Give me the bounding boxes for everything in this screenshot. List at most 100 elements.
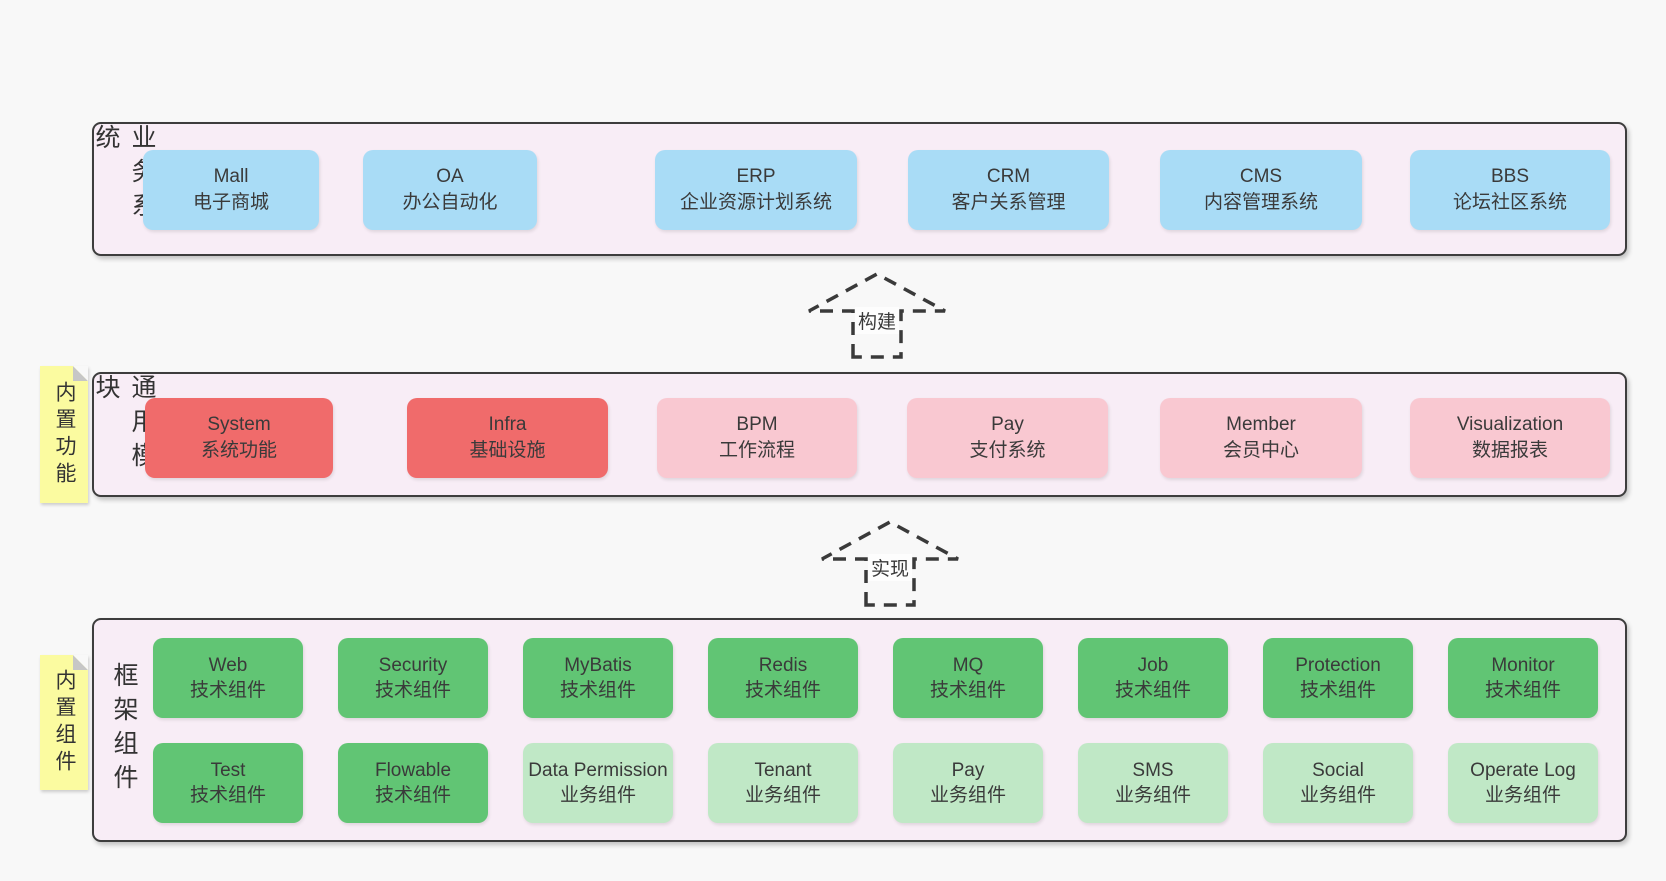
box-title: Mall [213, 166, 249, 187]
box-pay-system: Pay 支付系统 [907, 398, 1108, 478]
sticky-fold-cut [73, 366, 88, 381]
box-title: Redis [758, 655, 808, 676]
box-redis: Redis 技术组件 [708, 638, 858, 718]
band-label: 框架组件 [110, 662, 138, 798]
box-title: Monitor [1491, 655, 1555, 676]
box-title: Infra [488, 414, 527, 435]
band-label: 业务系统 [92, 124, 156, 226]
box-title: CMS [1239, 166, 1283, 187]
box-subtitle: 系统功能 [200, 440, 277, 461]
box-system: System 系统功能 [145, 398, 333, 478]
sticky-built-in-components: 内置组件 [40, 655, 88, 790]
box-title: Operate Log [1470, 760, 1576, 781]
box-subtitle: 客户关系管理 [951, 192, 1066, 213]
box-oa: OA 办公自动化 [363, 150, 537, 230]
box-subtitle: 技术组件 [189, 680, 266, 701]
box-crm: CRM 客户关系管理 [908, 150, 1109, 230]
box-mall: Mall 电子商城 [143, 150, 319, 230]
box-title: Social [1312, 760, 1364, 781]
box-mybatis: MyBatis 技术组件 [523, 638, 673, 718]
box-bpm: BPM 工作流程 [657, 398, 857, 478]
box-subtitle: 数据报表 [1471, 440, 1548, 461]
arrow-build: 构建 [806, 271, 948, 359]
box-subtitle: 技术组件 [744, 680, 821, 701]
dashed-up-arrow-icon [821, 520, 959, 607]
box-subtitle: 业务组件 [929, 785, 1006, 806]
box-title: SMS [1132, 760, 1174, 781]
box-title: Pay [991, 414, 1024, 435]
box-security: Security 技术组件 [338, 638, 488, 718]
band-label: 通用模块 [92, 374, 156, 476]
box-data-permission: Data Permission 业务组件 [523, 743, 673, 823]
box-subtitle: 业务组件 [1484, 785, 1561, 806]
box-title: Pay [951, 760, 985, 781]
box-subtitle: 办公自动化 [402, 192, 498, 213]
box-subtitle: 内容管理系统 [1203, 192, 1318, 213]
box-subtitle: 支付系统 [969, 440, 1046, 461]
box-title: Protection [1295, 655, 1381, 676]
box-cms: CMS 内容管理系统 [1160, 150, 1362, 230]
box-title: Visualization [1456, 414, 1564, 435]
box-subtitle: 技术组件 [929, 680, 1006, 701]
box-title: Flowable [374, 760, 452, 781]
box-title: ERP [736, 166, 776, 187]
box-subtitle: 技术组件 [189, 785, 266, 806]
box-subtitle: 业务组件 [744, 785, 821, 806]
box-subtitle: 基础设施 [469, 440, 546, 461]
box-erp: ERP 企业资源计划系统 [655, 150, 857, 230]
box-title: OA [436, 166, 464, 187]
box-test: Test 技术组件 [153, 743, 303, 823]
sticky-built-in-features: 内置功能 [40, 366, 88, 503]
box-subtitle: 企业资源计划系统 [679, 192, 832, 213]
box-title: Security [378, 655, 448, 676]
box-subtitle: 工作流程 [718, 440, 795, 461]
box-title: Web [208, 655, 248, 676]
box-title: Data Permission [528, 760, 668, 781]
box-title: BPM [736, 414, 778, 435]
box-title: Test [210, 760, 246, 781]
box-tenant: Tenant 业务组件 [708, 743, 858, 823]
box-infra: Infra 基础设施 [407, 398, 608, 478]
box-subtitle: 会员中心 [1222, 440, 1299, 461]
arrow-label: 实现 [867, 554, 913, 581]
box-subtitle: 技术组件 [1484, 680, 1561, 701]
box-bbs: BBS 论坛社区系统 [1410, 150, 1610, 230]
box-subtitle: 业务组件 [1114, 785, 1191, 806]
box-subtitle: 论坛社区系统 [1452, 192, 1567, 213]
arrow-implement: 实现 [819, 518, 961, 608]
box-subtitle: 技术组件 [1114, 680, 1191, 701]
box-title: MQ [952, 655, 984, 676]
sticky-fold-cut [73, 655, 88, 670]
box-pay-component: Pay 业务组件 [893, 743, 1043, 823]
box-title: MyBatis [564, 655, 632, 676]
box-subtitle: 技术组件 [1299, 680, 1376, 701]
box-title: CRM [986, 166, 1031, 187]
box-social: Social 业务组件 [1263, 743, 1413, 823]
box-visualization: Visualization 数据报表 [1410, 398, 1610, 478]
arrow-label: 构建 [854, 307, 900, 334]
box-subtitle: 业务组件 [1299, 785, 1376, 806]
box-member: Member 会员中心 [1160, 398, 1362, 478]
box-mq: MQ 技术组件 [893, 638, 1043, 718]
box-title: BBS [1490, 166, 1530, 187]
box-monitor: Monitor 技术组件 [1448, 638, 1598, 718]
box-title: Tenant [754, 760, 812, 781]
sticky-label: 内置功能 [53, 380, 76, 489]
dashed-up-arrow-icon [808, 272, 946, 359]
box-subtitle: 技术组件 [374, 785, 451, 806]
box-flowable: Flowable 技术组件 [338, 743, 488, 823]
box-operate-log: Operate Log 业务组件 [1448, 743, 1598, 823]
box-job: Job 技术组件 [1078, 638, 1228, 718]
band-business-systems: 业务系统 Mall 电子商城 OA 办公自动化 ERP 企业资源计划系统 CRM… [92, 122, 1627, 256]
box-title: System [207, 414, 271, 435]
box-subtitle: 业务组件 [559, 785, 636, 806]
box-sms: SMS 业务组件 [1078, 743, 1228, 823]
band-common-modules: 通用模块 System 系统功能 Infra 基础设施 BPM 工作流程 Pay… [92, 372, 1627, 497]
sticky-label: 内置组件 [53, 668, 76, 777]
band-framework-components: 框架组件 Web 技术组件 Security 技术组件 MyBatis 技术组件… [92, 618, 1627, 842]
box-title: Job [1137, 655, 1169, 676]
box-subtitle: 电子商城 [192, 192, 269, 213]
box-title: Member [1226, 414, 1296, 435]
box-web: Web 技术组件 [153, 638, 303, 718]
